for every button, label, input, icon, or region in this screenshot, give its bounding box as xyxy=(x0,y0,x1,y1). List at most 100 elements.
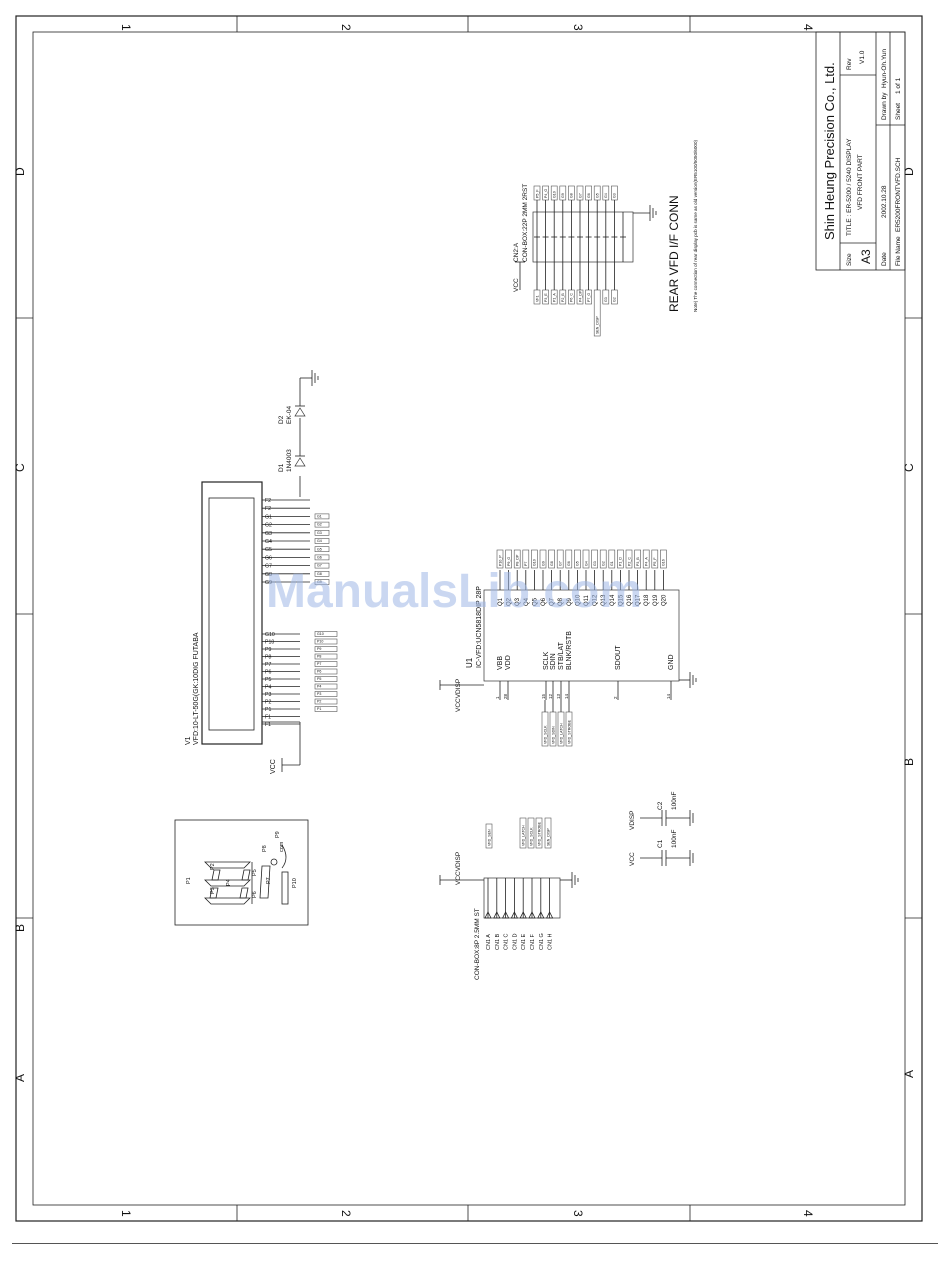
u1-output-pin: Q1 xyxy=(498,597,504,606)
cn2-left-tag-text: P6_C xyxy=(570,293,574,302)
c1-value: 100nF xyxy=(671,830,678,848)
u1-output-pin: Q17 xyxy=(636,594,642,606)
cn2-right-tag-text: G8 xyxy=(570,193,574,198)
col-label-bottom-3: 3 xyxy=(571,1210,585,1217)
cn1-pin-label: CN1 G xyxy=(539,933,545,950)
vfd-pin-net-tag: P6 xyxy=(314,668,338,675)
u1-output-tag: P1_D xyxy=(617,549,624,569)
u1-output-tag: P8_DP xyxy=(513,549,521,569)
vfd-grid-pin: G4 xyxy=(265,539,272,545)
cn2-left-tag: G3 xyxy=(602,289,610,305)
vfd-pin: P8 xyxy=(265,655,271,661)
u1-pin-number: 14 xyxy=(666,693,671,699)
vfd-pin-net-tag: P9 xyxy=(314,646,338,652)
cn2-right-tag: G6 xyxy=(585,185,592,201)
u1-output-pin: Q16 xyxy=(627,594,633,606)
u1-pin-number: 2 xyxy=(613,696,618,699)
u1-pin-label: GND xyxy=(668,654,675,670)
segment-label: P9 xyxy=(275,831,281,838)
vfd-grid-net-tag: G6 xyxy=(314,554,330,561)
u1-pin-label: SCLK xyxy=(543,651,550,670)
u1-power-net: VCCVDISP xyxy=(455,679,462,712)
title-block: Shin Heung Precision Co., Ltd. Size A3 T… xyxy=(815,31,906,271)
cn1-net-tag: SEN_DISP xyxy=(544,817,552,849)
cn2-left-tag: VF1 xyxy=(533,289,541,305)
u1-output-pin: Q18 xyxy=(644,594,650,606)
u1-pin-number: 1 xyxy=(495,696,500,699)
col-label-bottom-1: 1 xyxy=(119,1210,133,1217)
col-label-top-3: 3 xyxy=(571,24,585,31)
u1-output-pin: Q3 xyxy=(515,597,521,606)
u1-pin-number: 28 xyxy=(503,693,508,699)
cn2-right-tag-text: G10 xyxy=(553,191,557,198)
u1-input-tag: VFD_SCLK xyxy=(541,711,549,747)
row-label-right-d: D xyxy=(902,167,916,176)
segment-label: P6 xyxy=(252,891,258,898)
u1-output-tag-text: P7 xyxy=(524,562,528,566)
vfd-pin-net-tag-text: P10 xyxy=(317,640,323,644)
zone-ticks xyxy=(16,16,922,1221)
u1-pin-label: STB/LAT xyxy=(558,641,565,670)
cn2-left-tag-text: G2 xyxy=(613,297,617,302)
segment-label: P4 xyxy=(226,879,232,886)
u1-output-pin: Q13 xyxy=(601,594,607,606)
vfd-pin: P1 xyxy=(265,707,271,713)
cn2-right-tag-text: G4 xyxy=(604,193,608,198)
cn2-vcc-label: VCC xyxy=(513,278,520,292)
u1-pin-label: SDIN xyxy=(550,653,557,670)
vfd-part: VFD:10-LT-50G(GK:10DIG FUTABA xyxy=(193,632,200,745)
rear-conn-note: Note) The connection of rear display pcb… xyxy=(693,140,698,312)
vfd-pin-net-tag-text: G10 xyxy=(317,632,324,636)
u1-input-tag-text: VFD_SDIN xyxy=(551,726,555,744)
cn1-net-tag-text: VFD_SEN xyxy=(487,829,491,846)
row-label-right-a: A xyxy=(902,1070,916,1078)
vfd-ref: V1 xyxy=(185,736,192,745)
vfd-pin: G10 xyxy=(265,632,275,638)
vfd-grid-net-tag-text: G1 xyxy=(317,515,322,519)
vfd-pin-net-tag: P1 xyxy=(314,706,338,712)
u1-output-pin: Q4 xyxy=(524,597,530,606)
vfd-pin: P5 xyxy=(265,677,271,683)
vfd-grid-pin: G3 xyxy=(265,531,272,537)
u1-output-tag: G6 xyxy=(565,549,573,569)
vfd-grid-net-tag: G4 xyxy=(314,538,330,544)
col-label-top-1: 1 xyxy=(119,24,133,31)
u1-output-tag-text: P8_DP xyxy=(516,554,520,566)
segment-label: P2 xyxy=(210,863,216,870)
segment-label: com xyxy=(279,841,285,852)
cn2-right-tag-text: P5_F xyxy=(535,189,539,198)
inner-border xyxy=(32,31,906,1206)
vfd-pin-net-tag-text: P9 xyxy=(317,647,321,651)
c2-value: 100nF xyxy=(671,792,678,810)
vfd-pin: F1 xyxy=(265,715,271,721)
row-label-left-c: C xyxy=(13,463,27,472)
u1-pin-number: 13 xyxy=(556,693,561,699)
u1-pin-label: SDOUT xyxy=(615,645,622,670)
cn1-net-tag-text: VFD_STROBE xyxy=(537,821,541,846)
u1-output-tag: P2_C xyxy=(625,549,633,569)
file-name-value: ER5200FRONTVFD.SCH xyxy=(895,157,902,232)
u1-output-tag-text: G7 xyxy=(559,561,563,566)
cn1-ground-icon xyxy=(571,872,579,888)
cn2-left-tag-text: SEN_DISP xyxy=(596,316,600,334)
u1-output-tag-text: G8 xyxy=(550,561,554,566)
vfd-pin-net-tag-text: P2 xyxy=(317,700,321,704)
row-label-right-c: C xyxy=(902,463,916,472)
vfd-pin-net-tag: P10 xyxy=(314,638,338,645)
u1-output-tag-text: G6 xyxy=(567,561,571,566)
u1-output-tag: G2 xyxy=(599,549,607,569)
u1-output-pin: Q11 xyxy=(584,594,590,606)
vfd-pin: F1 xyxy=(265,722,271,728)
cn2-right-tag: P4_G xyxy=(542,185,549,201)
outer-border xyxy=(15,15,923,1222)
u1-output-pin: Q15 xyxy=(618,594,624,606)
u1-pin-label: BLNK/RSTB xyxy=(566,631,573,670)
cn2-left-tag-text: P2_B xyxy=(561,293,565,302)
vfd-grid-net-tag: G2 xyxy=(314,521,330,528)
drawing-title: TITLE : ER-5200 / 5240 DISPLAY xyxy=(846,138,853,236)
size-label: Size xyxy=(846,253,853,266)
u1-pin-number: 15 xyxy=(541,693,546,699)
vfd-grid-net-tag: G1 xyxy=(314,513,330,520)
u1-output-tag-text: P5_F xyxy=(653,557,657,566)
cn2-left-tag-text: P7_G xyxy=(587,293,591,302)
